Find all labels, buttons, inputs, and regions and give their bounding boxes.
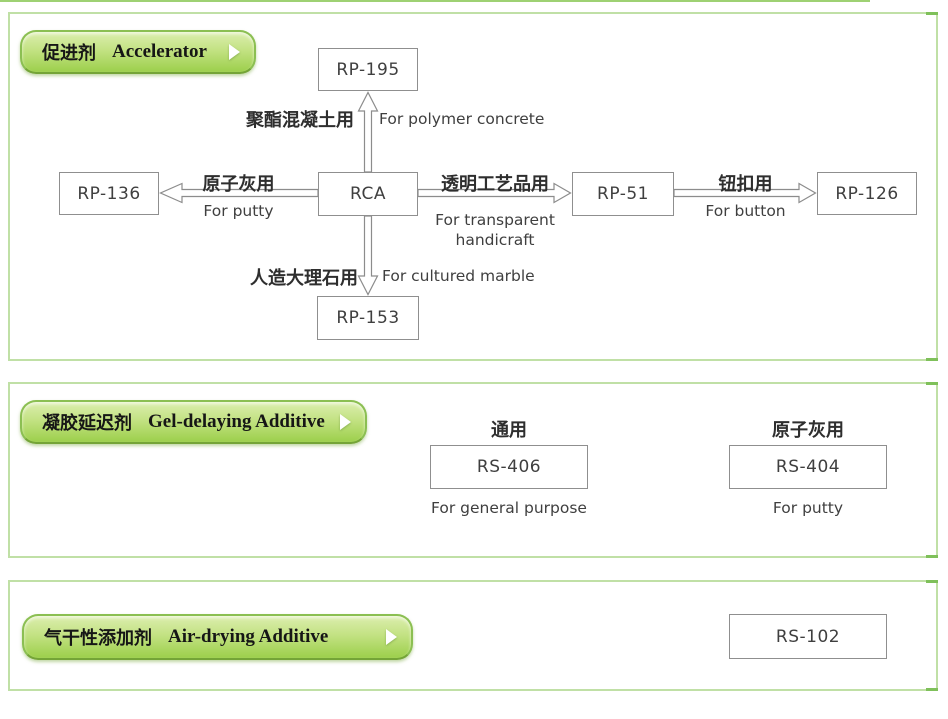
panel-corner-accent xyxy=(926,12,938,15)
node-rp126: RP-126 xyxy=(817,172,917,215)
edge-label-zh-putty: 原子灰用 xyxy=(202,174,275,195)
arrow-rca-to-rp51 xyxy=(418,182,572,204)
accelerator-section-button[interactable]: 促进剂 Accelerator xyxy=(20,30,256,74)
node-rp51: RP-51 xyxy=(572,172,674,216)
panel-air-drying: 气干性添加剂 Air-drying Additive RS-102 xyxy=(8,580,938,691)
panel-corner-accent xyxy=(926,358,938,361)
edge-label-zh-polymer-concrete: 聚酯混凝土用 xyxy=(246,110,354,131)
panel-corner-accent xyxy=(926,555,938,558)
panel-gel-delaying: 凝胶延迟剂 Gel-delaying Additive 通用 RS-406 Fo… xyxy=(8,382,938,558)
panel-corner-accent xyxy=(926,688,938,691)
node-rp136: RP-136 xyxy=(59,172,159,215)
arrow-rca-to-rp136 xyxy=(159,182,318,204)
gel-delaying-title-zh: 凝胶延迟剂 xyxy=(42,413,132,434)
node-rs406: RS-406 xyxy=(430,445,588,489)
accelerator-title-en: Accelerator xyxy=(112,41,207,62)
arrow-right-icon xyxy=(386,629,397,645)
edge-label-zh-button: 钮扣用 xyxy=(718,174,773,195)
gel-delaying-title-en: Gel-delaying Additive xyxy=(148,411,325,432)
arrow-right-icon xyxy=(340,414,351,430)
arrow-rca-to-rp153 xyxy=(357,216,379,296)
air-drying-title-zh: 气干性添加剂 xyxy=(44,628,152,649)
top-divider xyxy=(0,0,870,2)
panel-corner-accent xyxy=(926,580,938,583)
arrow-rp51-to-rp126 xyxy=(674,182,817,204)
edge-label-zh-cultured-marble: 人造大理石用 xyxy=(250,268,358,289)
edge-label-en-button: For button xyxy=(705,202,786,220)
node-rs404: RS-404 xyxy=(729,445,887,489)
arrow-rca-to-rp195 xyxy=(357,91,379,172)
edge-label-en-transparent-handicraft: For transparent handicraft xyxy=(435,211,555,250)
item-label-en-general: For general purpose xyxy=(431,499,587,517)
panel-corner-accent xyxy=(926,382,938,385)
edge-label-zh-transparent-handicraft: 透明工艺品用 xyxy=(441,174,549,195)
item-label-en-putty: For putty xyxy=(772,499,844,517)
air-drying-section-button[interactable]: 气干性添加剂 Air-drying Additive xyxy=(22,614,413,660)
edge-label-en-polymer-concrete: For polymer concrete xyxy=(379,110,545,128)
gel-delaying-section-button[interactable]: 凝胶延迟剂 Gel-delaying Additive xyxy=(20,400,367,444)
air-drying-title-en: Air-drying Additive xyxy=(168,626,329,647)
node-rp195: RP-195 xyxy=(318,48,418,91)
edge-label-en-putty: For putty xyxy=(203,202,274,220)
panel-accelerator: 促进剂 Accelerator RP-195 RP-136 RCA RP-51 … xyxy=(8,12,938,361)
item-label-zh-general: 通用 xyxy=(491,420,527,441)
node-rs102: RS-102 xyxy=(729,614,887,659)
item-label-zh-putty: 原子灰用 xyxy=(772,420,844,441)
node-rp153: RP-153 xyxy=(317,296,419,340)
node-rca: RCA xyxy=(318,172,418,216)
edge-label-en-cultured-marble: For cultured marble xyxy=(382,267,535,285)
arrow-right-icon xyxy=(229,44,240,60)
accelerator-title-zh: 促进剂 xyxy=(42,43,96,64)
